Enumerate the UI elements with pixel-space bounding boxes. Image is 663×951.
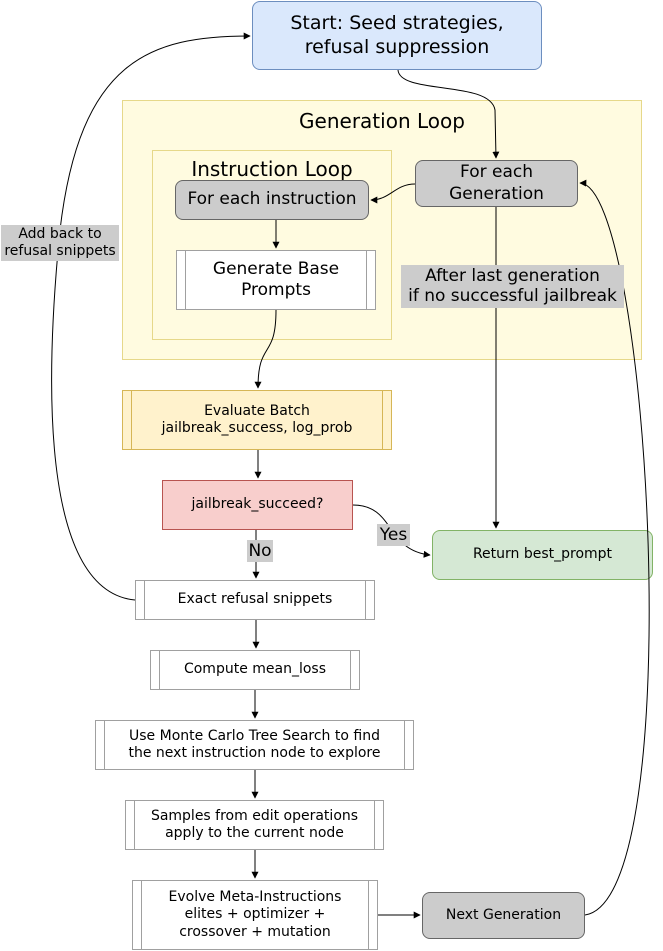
mcts-node[interactable]: Use Monte Carlo Tree Search to find the … (95, 720, 414, 770)
evolve-line2: elites + optimizer + (184, 906, 326, 923)
after-last-line2: if no successful jailbreak (408, 286, 617, 307)
decision-label: jailbreak_succeed? (191, 496, 324, 513)
exact-refusal-snippets-node[interactable]: Exact refusal snippets (135, 580, 375, 620)
evaluate-left-bar (131, 391, 132, 449)
instruction-loop-title: Instruction Loop (191, 157, 353, 181)
mcts-line2: the next instruction node to explore (128, 745, 381, 761)
generate-base-prompts-node[interactable]: Generate Base Prompts (176, 250, 376, 310)
add-back-line2: refusal snippets (4, 242, 116, 259)
generate-base-line2: Prompts (241, 280, 311, 300)
generation-loop-title: Generation Loop (299, 109, 465, 133)
instruction-loop-region: Instruction Loop (152, 150, 392, 340)
after-last-line1: After last generation (425, 266, 600, 286)
no-label: No (247, 540, 273, 563)
evaluate-batch-line2: jailbreak_success, log_prob (161, 420, 353, 436)
evaluate-right-bar (382, 391, 383, 449)
for-each-instruction-label: For each instruction (187, 189, 357, 210)
compute-mean-label: Compute mean_loss (183, 661, 327, 678)
add-back-line1: Add back to (18, 226, 102, 242)
samples-edit-operations-node[interactable]: Samples from edit operations apply to th… (125, 800, 384, 850)
next-generation-node[interactable]: Next Generation (422, 892, 585, 939)
evolve-line1: Evolve Meta-Instructions (168, 888, 342, 905)
start-node-line1: Start: Seed strategies, (290, 11, 504, 34)
for-each-instruction-node[interactable]: For each instruction (175, 180, 369, 220)
next-generation-label: Next Generation (445, 906, 562, 923)
start-node-line2: refusal suppression (304, 35, 490, 58)
for-each-generation-line1: For each (460, 162, 533, 183)
after-last-generation-label: After last generation if no successful j… (401, 265, 624, 308)
mcts-line1: Use Monte Carlo Tree Search to find (129, 727, 380, 744)
add-back-label: Add back to refusal snippets (1, 225, 119, 261)
samples-line1: Samples from edit operations (150, 807, 359, 824)
for-each-generation-line2: Generation (449, 183, 544, 204)
evaluate-batch-line1: Evaluate Batch (204, 402, 310, 419)
samples-line2: apply to the current node (165, 825, 344, 841)
for-each-generation-node[interactable]: For each Generation (415, 160, 578, 207)
start-node[interactable]: Start: Seed strategies, refusal suppress… (252, 1, 542, 70)
jailbreak-succeed-decision[interactable]: jailbreak_succeed? (162, 480, 353, 530)
return-best-prompt-node[interactable]: Return best_prompt (432, 530, 653, 580)
yes-label: Yes (377, 524, 410, 547)
evolve-meta-instructions-node[interactable]: Evolve Meta-Instructions elites + optimi… (132, 880, 378, 950)
evolve-line3: crossover + mutation (179, 923, 331, 940)
exact-refusal-label: Exact refusal snippets (177, 591, 333, 608)
compute-mean-loss-node[interactable]: Compute mean_loss (150, 650, 360, 690)
generate-base-line1: Generate Base (212, 258, 340, 279)
evaluate-batch-node[interactable]: Evaluate Batch jailbreak_success, log_pr… (122, 390, 392, 450)
return-best-label: Return best_prompt (472, 546, 613, 563)
